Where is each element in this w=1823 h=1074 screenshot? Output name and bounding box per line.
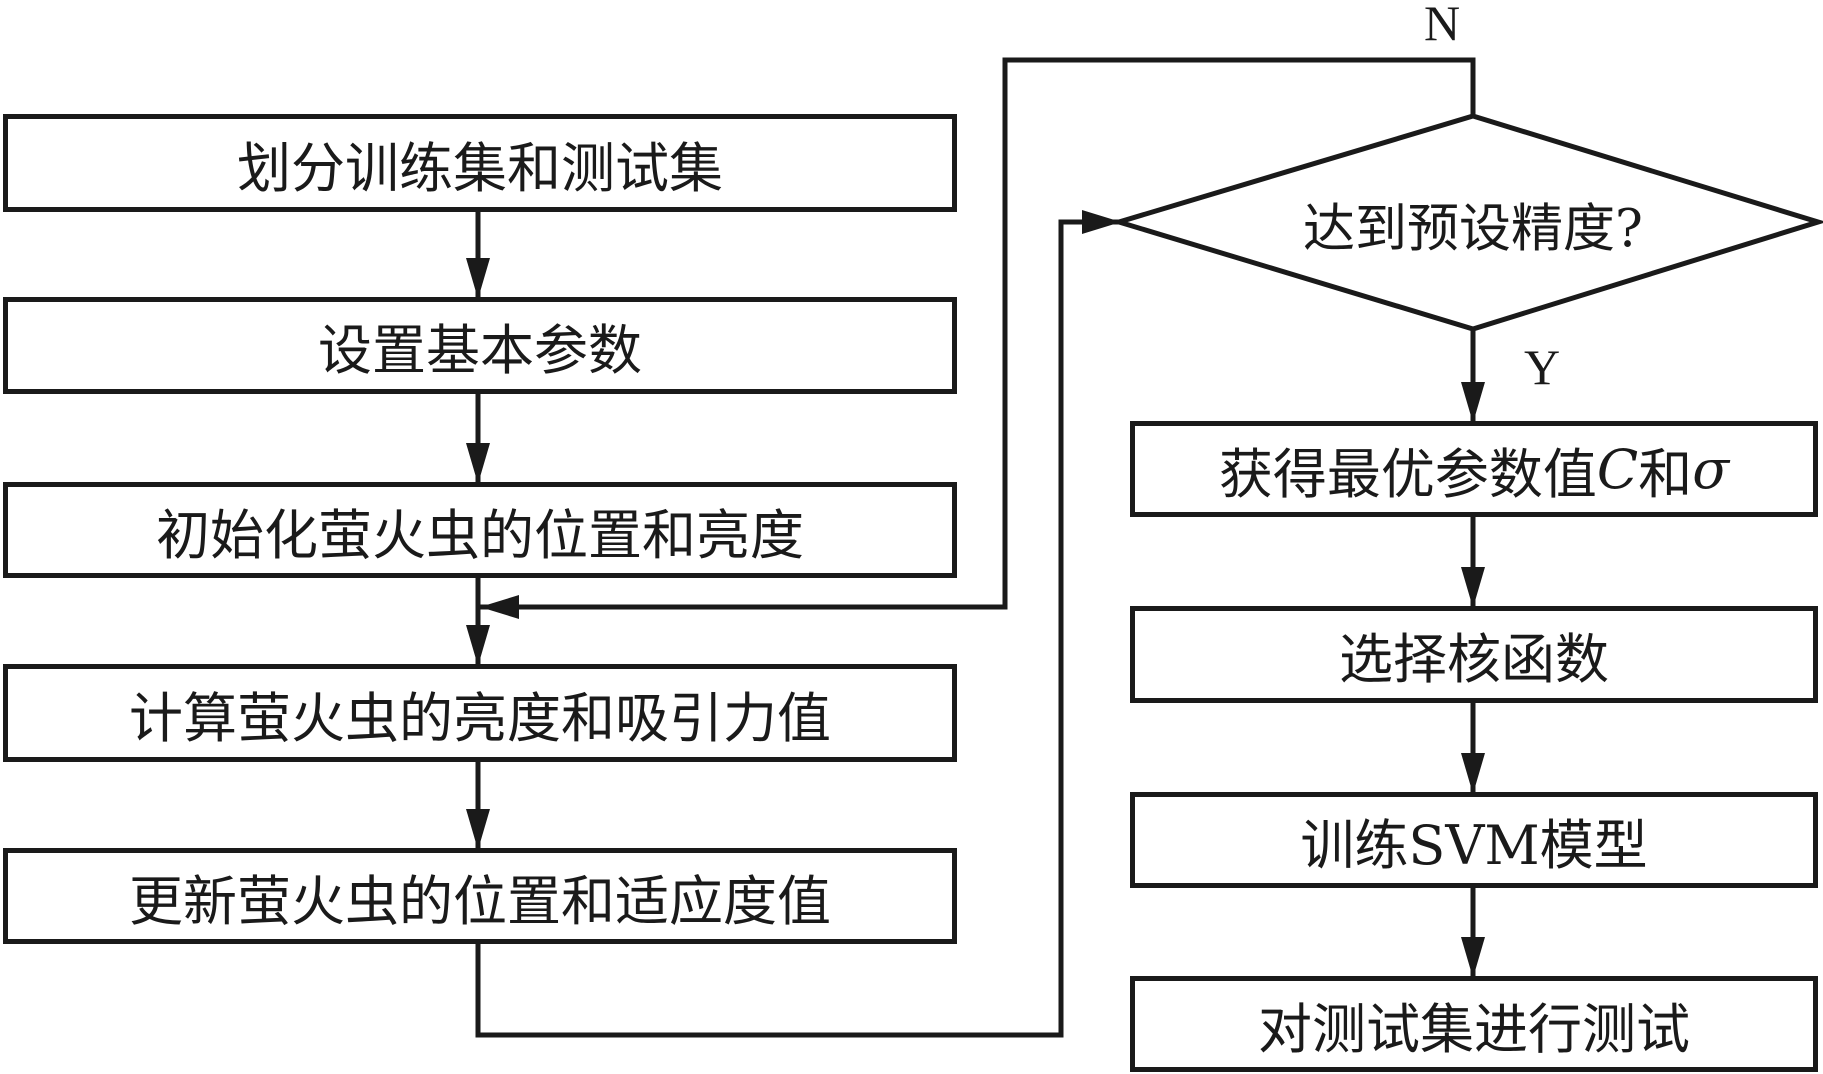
conjunction: 和 bbox=[1638, 442, 1693, 506]
yes-branch-label: Y bbox=[1524, 339, 1561, 395]
no-loop-connector bbox=[480, 57, 1476, 610]
step-label: 划分训练集和测试集 bbox=[237, 136, 723, 200]
arrowhead bbox=[1461, 753, 1485, 794]
arrowhead bbox=[1461, 382, 1485, 423]
step-set-parameters: 设置基本参数 bbox=[3, 297, 957, 394]
step-label: 对测试集进行测试 bbox=[1258, 997, 1690, 1061]
no-branch-label: N bbox=[1424, 0, 1461, 51]
step-update-fireflies: 更新萤火虫的位置和适应度值 bbox=[3, 848, 957, 944]
arrowhead bbox=[1461, 937, 1485, 978]
step-label: 训练SVM模型 bbox=[1300, 813, 1648, 877]
step5-to-decision-connector bbox=[475, 219, 1119, 1038]
step-test: 对测试集进行测试 bbox=[1130, 976, 1818, 1072]
arrowhead bbox=[1461, 567, 1485, 608]
param-c: C bbox=[1596, 437, 1639, 501]
step-select-kernel: 选择核函数 bbox=[1130, 606, 1818, 703]
step-label: 选择核函数 bbox=[1339, 628, 1609, 691]
arrowhead bbox=[480, 595, 519, 619]
step-label: 设置基本参数 bbox=[318, 319, 642, 382]
step-label: 计算萤火虫的亮度和吸引力值 bbox=[129, 686, 831, 750]
step-label: 更新萤火虫的位置和适应度值 bbox=[129, 869, 831, 933]
arrowhead bbox=[466, 258, 490, 299]
arrowhead bbox=[466, 443, 490, 484]
arrowhead bbox=[1082, 210, 1121, 234]
step-label: 获得最优参数值 bbox=[1218, 442, 1597, 506]
step-train-svm: 训练SVM模型 bbox=[1130, 792, 1818, 888]
step-split-dataset: 划分训练集和测试集 bbox=[3, 114, 957, 212]
decision-label: 达到预设精度? bbox=[1303, 199, 1643, 260]
arrowhead bbox=[466, 625, 490, 666]
param-sigma: σ bbox=[1692, 437, 1730, 501]
step-compute-brightness: 计算萤火虫的亮度和吸引力值 bbox=[3, 664, 957, 762]
arrowhead bbox=[466, 809, 490, 850]
step-init-fireflies: 初始化萤火虫的位置和亮度 bbox=[3, 482, 957, 578]
step-label: 初始化萤火虫的位置和亮度 bbox=[156, 503, 804, 567]
